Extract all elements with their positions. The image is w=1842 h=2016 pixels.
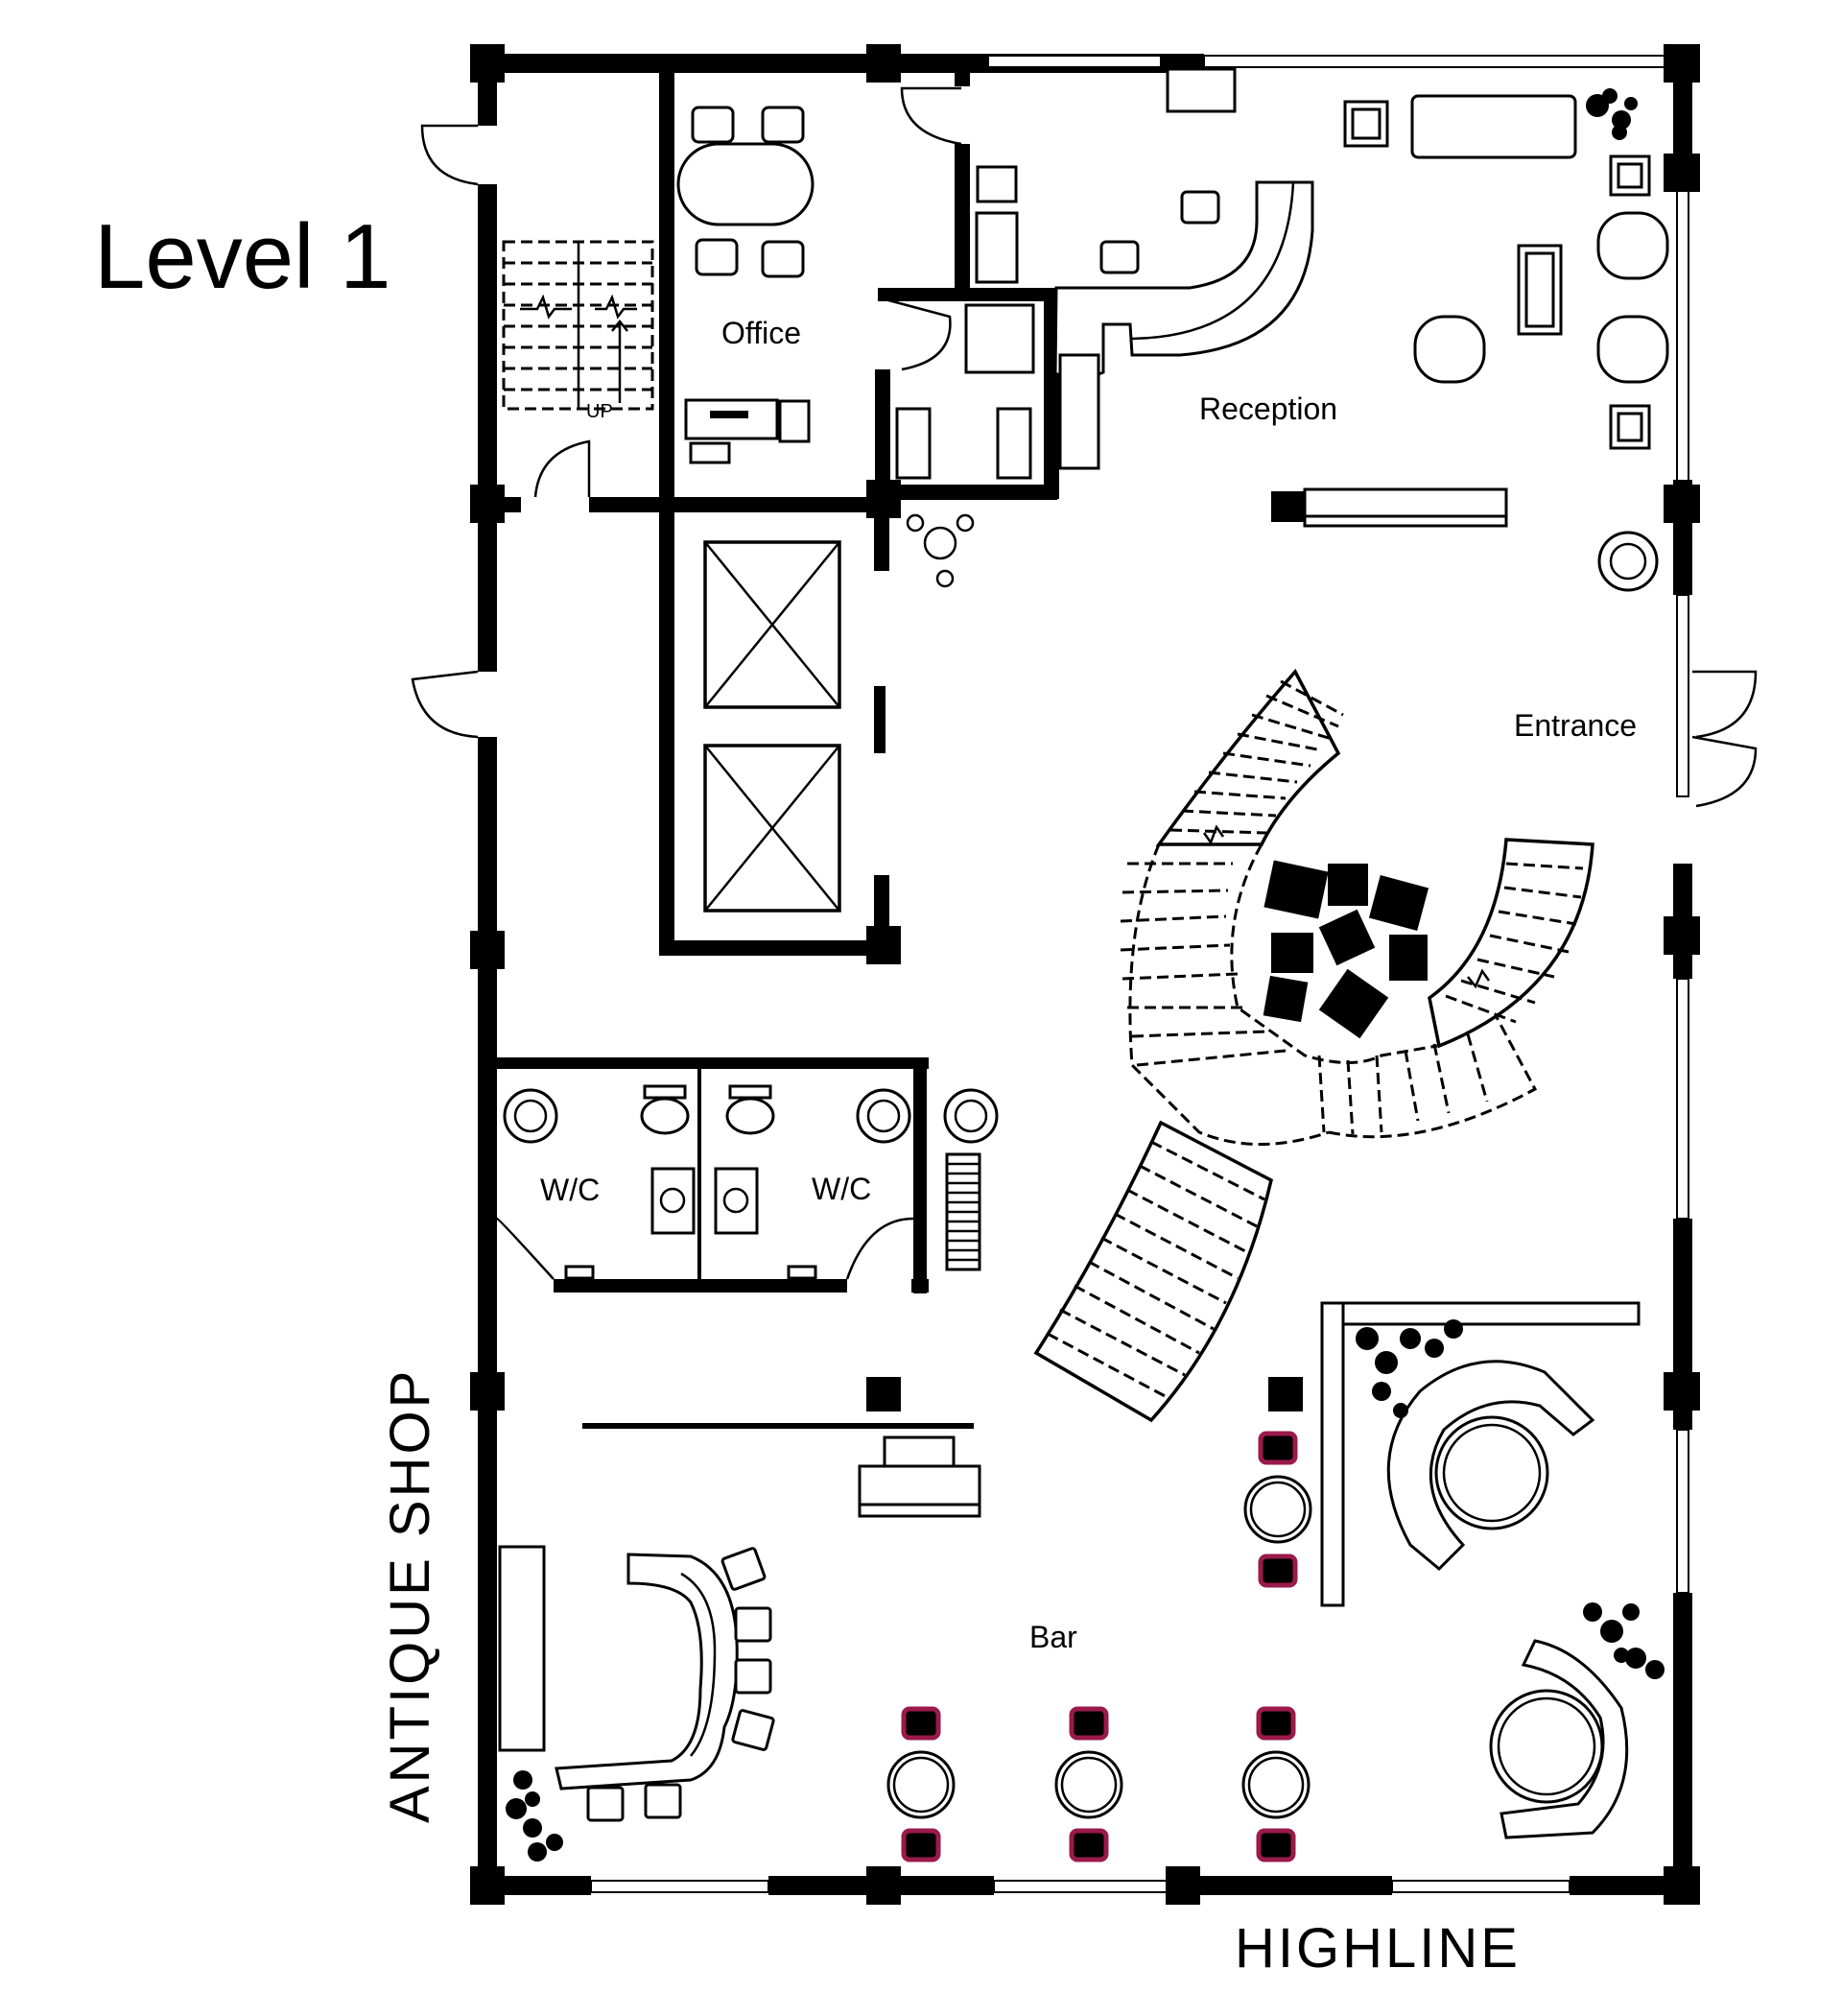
elevator [703, 744, 841, 913]
stair-left [502, 240, 654, 411]
street-label-highline: HIGHLINE [1235, 1917, 1521, 1980]
reception-chair [1099, 240, 1140, 274]
elevators [703, 540, 841, 913]
restrooms [503, 1084, 999, 1280]
level-title: Level 1 [94, 205, 391, 308]
ottoman [1318, 909, 1376, 966]
back-room-furniture [895, 165, 1035, 588]
booth-table [1489, 1689, 1604, 1804]
street-label-antique-shop: ANTIQUE SHOP [379, 1368, 441, 1823]
bar-stool [734, 1658, 772, 1695]
ottoman [1263, 860, 1329, 919]
plant-icon [506, 1770, 563, 1862]
lounge-chair [1413, 315, 1486, 384]
booth-partition [1320, 1301, 1641, 1326]
booth-partition [1320, 1301, 1345, 1607]
bar-area [498, 1377, 1303, 1822]
partition-line [582, 1423, 974, 1429]
office-desk-chair [778, 399, 811, 443]
ottoman [1271, 933, 1313, 973]
cabinet [996, 407, 1032, 480]
planter [503, 1088, 558, 1144]
ottoman [1389, 935, 1428, 981]
room-label-entrance: Entrance [1514, 708, 1637, 743]
bench [1303, 487, 1508, 518]
booths [1320, 1301, 1641, 1839]
ottoman [1368, 875, 1429, 931]
office-chair [691, 106, 735, 144]
sink [714, 1167, 759, 1235]
plants [506, 88, 1665, 1862]
booth-seat [1500, 1639, 1629, 1839]
room-label-office: Office [721, 316, 801, 350]
planter [1597, 531, 1659, 592]
ottoman [1318, 968, 1389, 1039]
lounge-chair [1596, 315, 1669, 384]
bistro-table-set [1243, 1431, 1312, 1588]
bistro-table-set [1054, 1706, 1123, 1862]
toilet [725, 1097, 775, 1135]
bar-stool [644, 1783, 682, 1819]
bar-stool [586, 1786, 625, 1822]
bar-stool [731, 1709, 775, 1751]
sofa [1410, 94, 1577, 159]
reception-desk [1053, 180, 1314, 376]
office-chair [695, 238, 739, 276]
planter [943, 1088, 999, 1144]
planter [856, 1088, 911, 1144]
room-label-wc-right: W/C [812, 1172, 871, 1206]
booth-seat [1386, 1360, 1595, 1572]
office-chair [761, 240, 805, 278]
bar-stool [720, 1547, 767, 1591]
room-label-bar: Bar [1029, 1620, 1077, 1654]
reception-chair [1180, 190, 1220, 225]
ottoman [1328, 864, 1368, 906]
bar-stool [734, 1606, 772, 1643]
office-desk [684, 398, 779, 440]
back-counter [498, 1545, 546, 1752]
bistro-tables [886, 1431, 1312, 1862]
interior-walls [497, 73, 1059, 1293]
lounge-chair [1596, 211, 1669, 280]
office-furniture [676, 106, 815, 464]
stair-up-label: UP [586, 401, 613, 422]
cabinet [976, 165, 1018, 203]
toilet [640, 1097, 690, 1135]
exterior-walls [470, 44, 1700, 1905]
reception-area [1053, 94, 1669, 592]
office-chair [761, 106, 805, 144]
grand-stair [1033, 668, 1594, 1423]
cabinet [964, 303, 1035, 374]
doors [411, 67, 1758, 1280]
plant-icon [1583, 1602, 1665, 1679]
ottoman [1263, 975, 1309, 1023]
cabinet [895, 407, 932, 480]
cabinet [975, 211, 1019, 284]
bar-counter [555, 1553, 739, 1791]
elevator [703, 540, 841, 709]
lounge-blocks [1263, 860, 1429, 1039]
plant-icon [1356, 1319, 1463, 1418]
bistro-table-set [1241, 1706, 1311, 1862]
bistro-table-set [886, 1706, 956, 1862]
room-label-reception: Reception [1199, 391, 1337, 426]
sink [650, 1167, 696, 1235]
room-label-wc-left: W/C [540, 1173, 600, 1207]
plant-icon [1586, 88, 1638, 140]
booth-table [1434, 1415, 1549, 1530]
